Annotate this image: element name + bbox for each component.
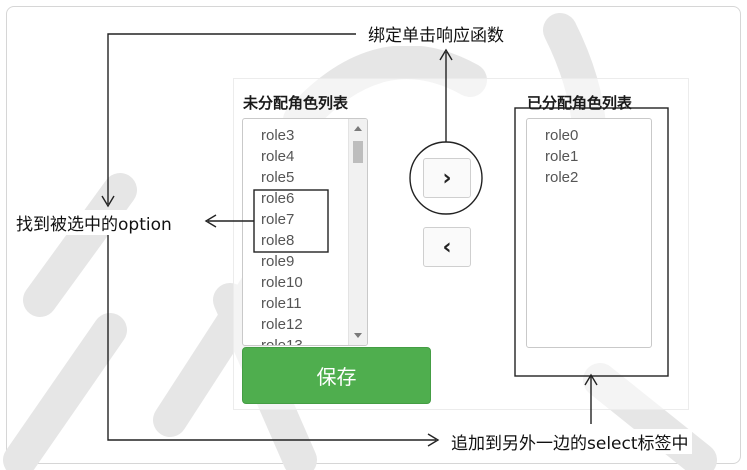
scroll-up-arrow-icon[interactable] [354, 126, 362, 131]
move-left-button[interactable]: ‹ [423, 227, 471, 267]
assigned-roles-select[interactable]: role0 role1 role2 [526, 118, 652, 348]
annotation-append-other: 追加到另外一边的select标签中 [448, 429, 692, 454]
list-item[interactable]: role12 [261, 316, 303, 333]
scroll-down-arrow-icon[interactable] [354, 333, 362, 338]
save-button[interactable]: 保存 [242, 347, 431, 404]
list-item[interactable]: role8 [261, 232, 295, 249]
unassigned-roles-select[interactable]: role3 role4 role5 role6 role7 role8 role… [242, 118, 368, 346]
list-scrollbar[interactable] [348, 119, 367, 345]
list-item[interactable]: role3 [261, 127, 295, 144]
list-item[interactable]: role10 [261, 274, 303, 291]
list-item[interactable]: role11 [261, 295, 302, 312]
left-list-title: 未分配角色列表 [243, 94, 349, 112]
list-item[interactable]: role4 [261, 148, 295, 165]
list-item[interactable]: role0 [545, 127, 579, 144]
list-item[interactable]: role1 [545, 148, 579, 165]
list-item[interactable]: role2 [545, 169, 579, 186]
list-item[interactable]: role5 [261, 169, 295, 186]
annotation-bind-click: 绑定单击响应函数 [365, 21, 507, 46]
list-item[interactable]: role6 [261, 190, 295, 207]
list-item[interactable]: role13 [261, 337, 303, 346]
list-item[interactable]: role7 [261, 211, 295, 228]
list-item[interactable]: role9 [261, 253, 295, 270]
annotation-find-selected: 找到被选中的option [13, 210, 175, 235]
scrollbar-thumb[interactable] [353, 141, 363, 163]
move-right-button[interactable]: › [423, 158, 471, 198]
